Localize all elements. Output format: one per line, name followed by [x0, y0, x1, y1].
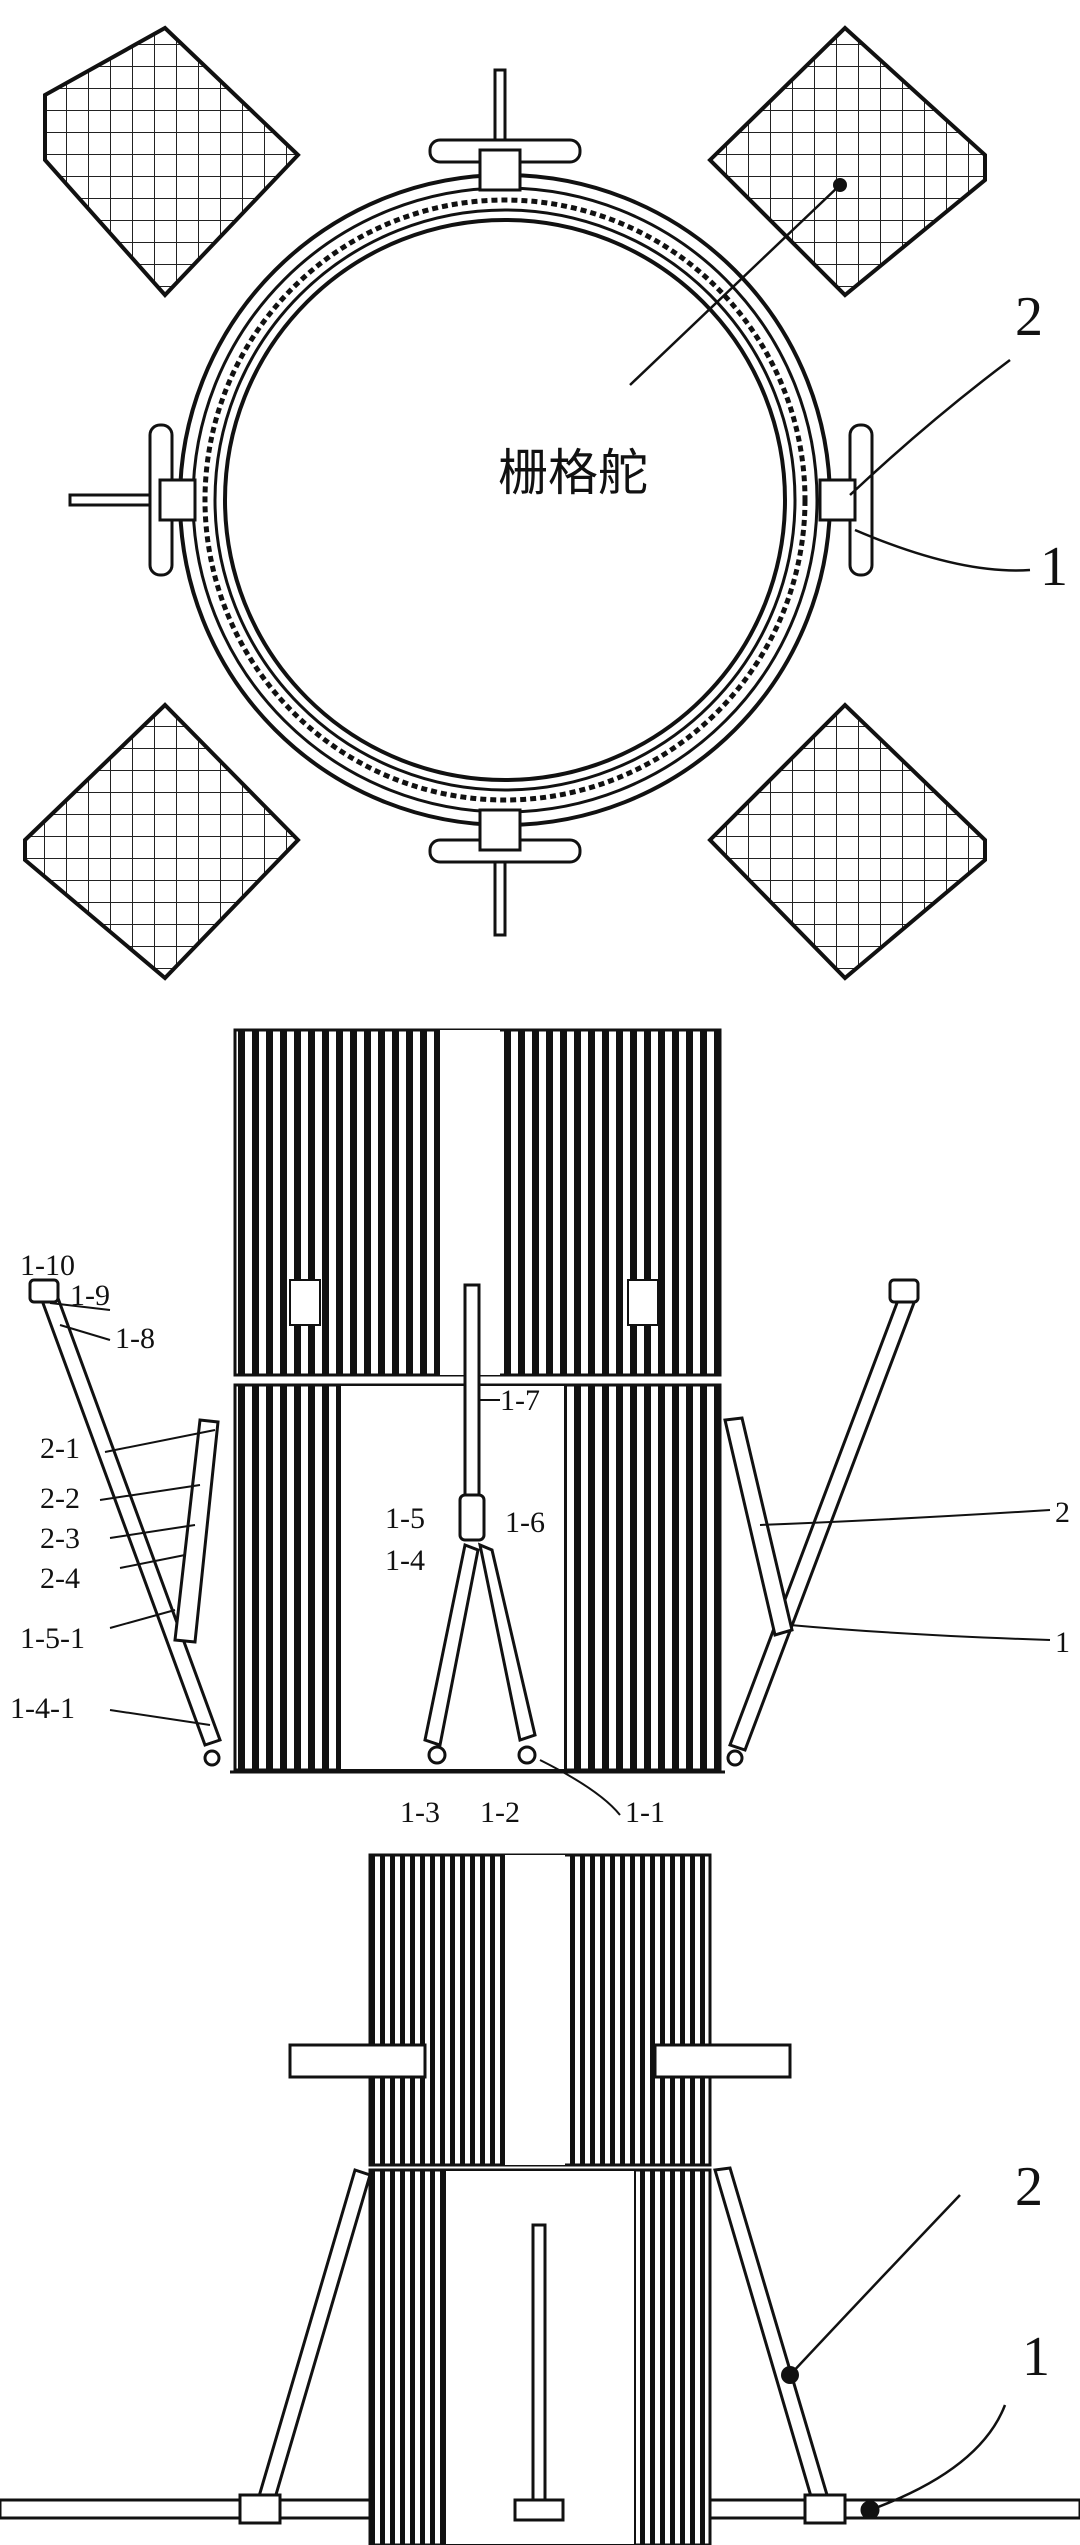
grid-fin-label: 栅格舵 — [498, 444, 648, 502]
label-2: 2 — [1015, 286, 1043, 348]
deployed-center-leg — [513, 2223, 565, 2522]
left-leg — [28, 1278, 222, 1767]
grid-fin-top-left — [43, 25, 301, 298]
label-1-9: 1-9 — [70, 1279, 110, 1312]
deployed-label-1: 1 — [1022, 2326, 1050, 2388]
leg-mechanism-right — [818, 423, 874, 577]
top-view-leaders — [629, 184, 1031, 572]
label-1-right: 1 — [1055, 1626, 1070, 1659]
label-2-right: 2 — [1055, 1496, 1070, 1529]
upper-stage-window-right — [627, 1279, 659, 1326]
label-1-6: 1-6 — [505, 1506, 545, 1539]
leg-mechanism-bottom — [428, 808, 582, 937]
leader-dot — [833, 178, 847, 192]
upper-stage-window-left — [289, 1279, 321, 1326]
side-view-stowed: 1-10 1-9 1-8 2-1 2-2 2-3 2-4 1-5-1 1-4-1… — [10, 1028, 1070, 1829]
label-1-4: 1-4 — [385, 1544, 425, 1577]
deployed-left-leg — [0, 2168, 372, 2525]
label-1-5-1: 1-5-1 — [20, 1622, 85, 1655]
grid-fin-top-right — [707, 25, 987, 298]
label-2-2: 2-2 — [40, 1482, 80, 1515]
leg-mechanism-top — [428, 68, 582, 192]
grid-fin-bottom-left — [23, 702, 301, 981]
label-2-4: 2-4 — [40, 1562, 80, 1595]
label-1: 1 — [1040, 536, 1068, 598]
label-1-3: 1-3 — [400, 1796, 440, 1829]
label-1-1: 1-1 — [625, 1796, 665, 1829]
side-view-leaders — [49, 1302, 1051, 1816]
grid-fin-bottom-right — [707, 702, 987, 981]
label-1-2: 1-2 — [480, 1796, 520, 1829]
deployed-upper-gap — [505, 1855, 565, 2165]
label-2-3: 2-3 — [40, 1522, 80, 1555]
deployed-leaders — [789, 2194, 1007, 2512]
label-1-4-1: 1-4-1 — [10, 1692, 75, 1725]
label-1-10: 1-10 — [20, 1249, 75, 1282]
grid-fin-stub-left — [288, 2043, 427, 2079]
grid-fin-stub-right — [653, 2043, 792, 2079]
top-view: 栅格舵 2 1 — [23, 25, 1068, 981]
label-1-7: 1-7 — [500, 1384, 540, 1417]
side-view-deployed: 2 1 — [0, 1853, 1080, 2545]
label-2-1: 2-1 — [40, 1432, 80, 1465]
label-1-8: 1-8 — [115, 1322, 155, 1355]
leg-mechanism-left — [68, 423, 197, 577]
label-1-5: 1-5 — [385, 1502, 425, 1535]
center-leg — [423, 1283, 537, 1765]
deployed-label-2: 2 — [1015, 2156, 1043, 2218]
